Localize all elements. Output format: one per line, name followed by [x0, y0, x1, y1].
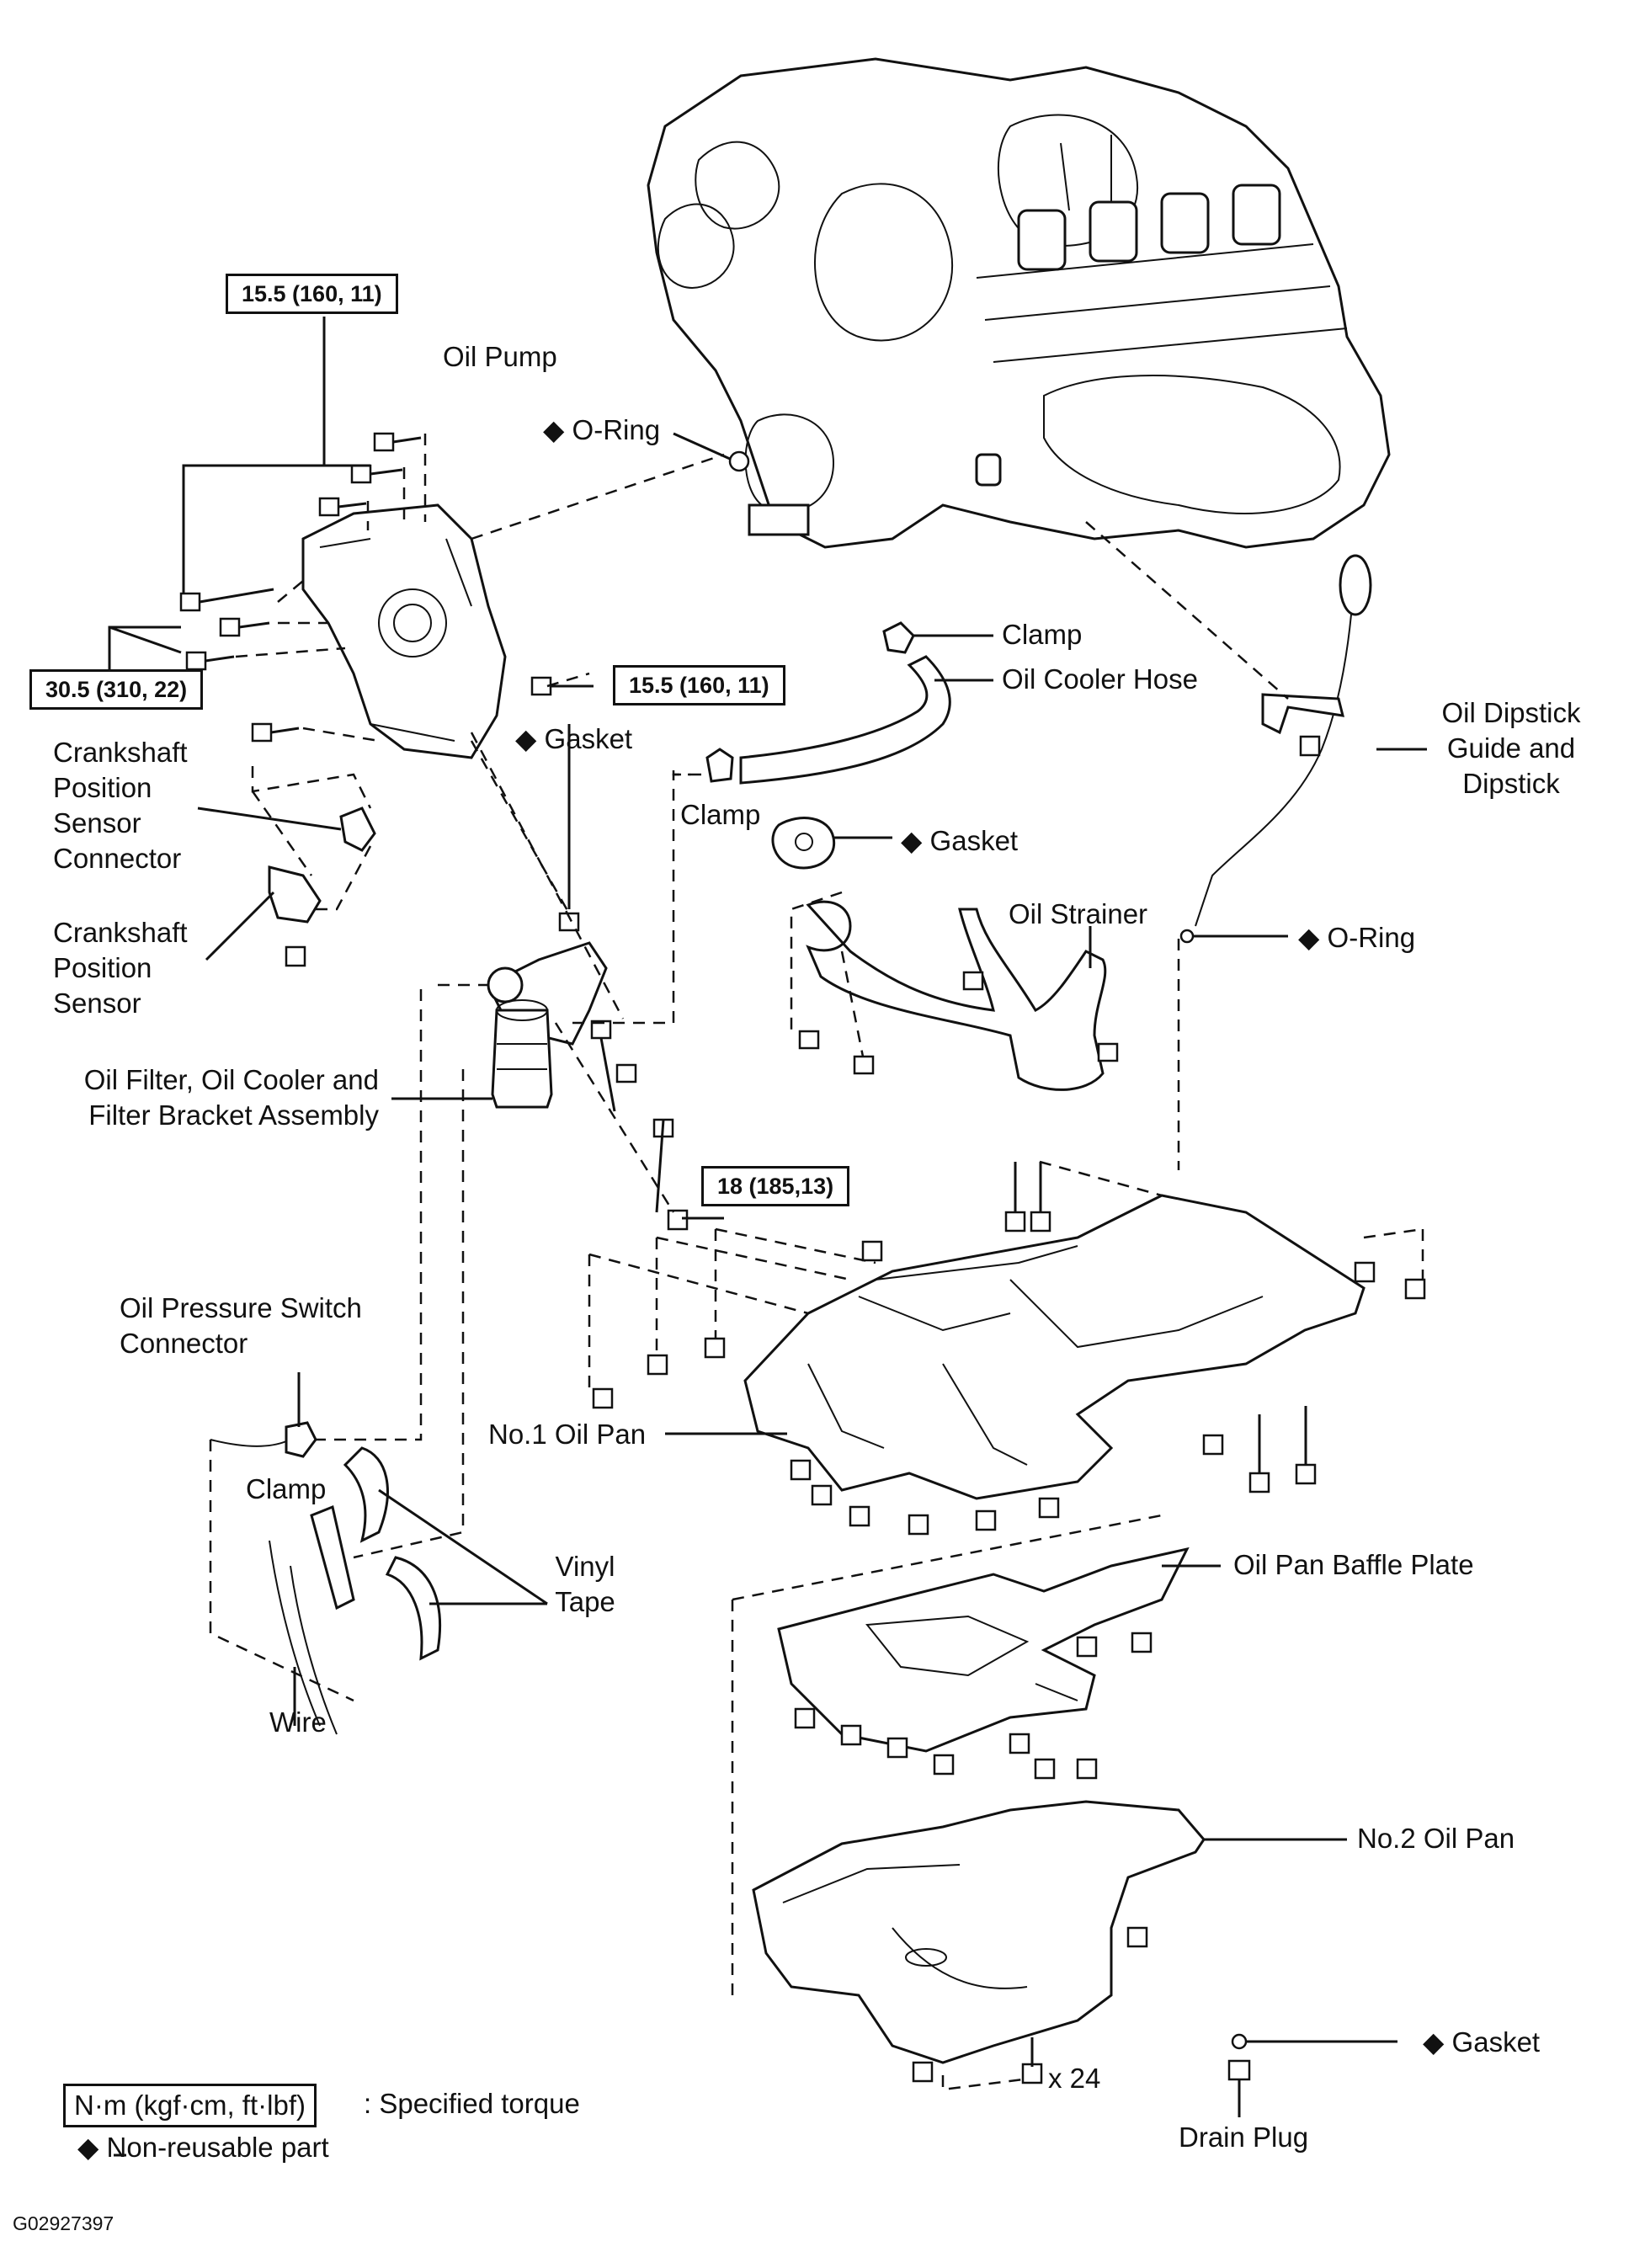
oil-strainer-part: [798, 900, 1119, 1091]
torque-pump-right: 15.5 (160, 11): [613, 665, 785, 705]
vinyl-tape-part: [343, 1446, 442, 1661]
label-gasket-drain: Gasket: [1423, 2025, 1541, 2060]
legend-non-reusable: Non-reusable part: [77, 2130, 329, 2165]
label-ckp-connector-line-2: Position: [53, 772, 152, 803]
engine-block: [647, 57, 1391, 549]
filter-bolts: [590, 1020, 689, 1231]
label-no1-oil-pan: No.1 Oil Pan: [488, 1419, 647, 1450]
label-oil-filter-line-2: Filter Bracket Assembly: [88, 1099, 379, 1131]
o-ring-top: [728, 450, 750, 472]
label-clamp-mid: Clamp: [680, 799, 761, 830]
label-clamp-low: Clamp: [246, 1473, 327, 1504]
legend-unit-desc: : Specified torque: [364, 2088, 580, 2119]
drain-plug-part: [1227, 2059, 1251, 2081]
gasket-drain-part: [1231, 2033, 1248, 2050]
label-no2-oil-pan: No.2 Oil Pan: [1357, 1823, 1515, 1854]
label-wire: Wire: [269, 1706, 327, 1738]
figure-code: G02927397: [13, 2212, 114, 2234]
label-gasket-upper: Gasket: [515, 721, 633, 757]
label-ckp-connector-line-1: Crankshaft: [53, 737, 188, 768]
label-vinyl-tape-line-1: Vinyl: [555, 1551, 615, 1582]
torque-filter-bracket: 18 (185,13): [701, 1166, 850, 1206]
ckp-sensor-part: [268, 865, 322, 967]
label-gasket-strainer: Gasket: [901, 823, 1019, 859]
label-vinyl-tape: Vinyl Tape: [535, 1549, 636, 1620]
label-oil-pan-baffle: Oil Pan Baffle Plate: [1233, 1549, 1474, 1580]
clamp-low-part: [310, 1504, 355, 1610]
o-ring-dipstick: [1179, 929, 1195, 944]
label-ckp-connector-line-4: Connector: [53, 843, 182, 874]
label-oil-pump: Oil Pump: [443, 341, 557, 372]
clamp-mid-part: [705, 748, 734, 783]
label-oil-dipstick-line-1: Oil Dipstick: [1441, 697, 1581, 728]
pump-bolts: [179, 432, 594, 743]
label-ckp-sensor-line-2: Position: [53, 952, 152, 983]
label-oil-dipstick-line-3: Dipstick: [1462, 768, 1560, 799]
label-oil-dipstick-line-2: Guide and: [1446, 732, 1576, 764]
strainer-gasket-part: [771, 817, 836, 870]
label-ckp-sensor: Crankshaft Position Sensor: [53, 915, 188, 1021]
label-ops-connector-line-2: Connector: [120, 1328, 248, 1359]
label-o-ring-top: O-Ring: [543, 413, 661, 448]
label-o-ring-dipstick: O-Ring: [1298, 920, 1416, 956]
label-drain-plug: Drain Plug: [1179, 2122, 1309, 2153]
oil-pump: [301, 503, 507, 759]
oil-filter-assembly: [486, 912, 608, 1109]
label-ops-connector: Oil Pressure Switch Connector: [120, 1291, 362, 1361]
no1-pan-bolts: [592, 1162, 1426, 1536]
label-ckp-sensor-line-3: Sensor: [53, 988, 141, 1019]
label-oil-strainer: Oil Strainer: [1009, 898, 1148, 929]
torque-pump-left: 30.5 (310, 22): [29, 669, 204, 710]
no2-pan-bolts: [912, 2061, 1043, 2084]
label-oil-filter-line-1: Oil Filter, Oil Cooler and: [83, 1064, 379, 1095]
legend-unit-box: N·m (kgf·cm, ft·lbf): [63, 2084, 317, 2127]
oil-cooler-hose-part: [739, 655, 951, 785]
label-ops-connector-line-1: Oil Pressure Switch: [120, 1292, 362, 1323]
no1-oil-pan-part: [743, 1194, 1365, 1500]
label-ckp-connector: Crankshaft Position Sensor Connector: [53, 735, 188, 876]
ops-connector-part: [285, 1421, 317, 1458]
label-oil-filter-assembly: Oil Filter, Oil Cooler and Filter Bracke…: [25, 1062, 379, 1133]
label-oil-dipstick: Oil Dipstick Guide and Dipstick: [1423, 695, 1600, 801]
label-oil-cooler-hose: Oil Cooler Hose: [1002, 663, 1198, 695]
no2-oil-pan-part: [752, 1800, 1206, 2064]
ckp-connector-part: [339, 807, 376, 852]
label-vinyl-tape-line-2: Tape: [555, 1586, 615, 1617]
baffle-plate-part: [777, 1547, 1190, 1753]
clamp-top-part: [882, 621, 915, 654]
label-ckp-connector-line-3: Sensor: [53, 807, 141, 839]
dipstick-part: [1195, 554, 1372, 927]
label-bolt-count: x 24: [1048, 2063, 1101, 2094]
torque-pump-top: 15.5 (160, 11): [226, 274, 398, 314]
label-clamp-top: Clamp: [1002, 619, 1083, 650]
label-ckp-sensor-line-1: Crankshaft: [53, 917, 188, 948]
baffle-bolts: [794, 1632, 1153, 1780]
